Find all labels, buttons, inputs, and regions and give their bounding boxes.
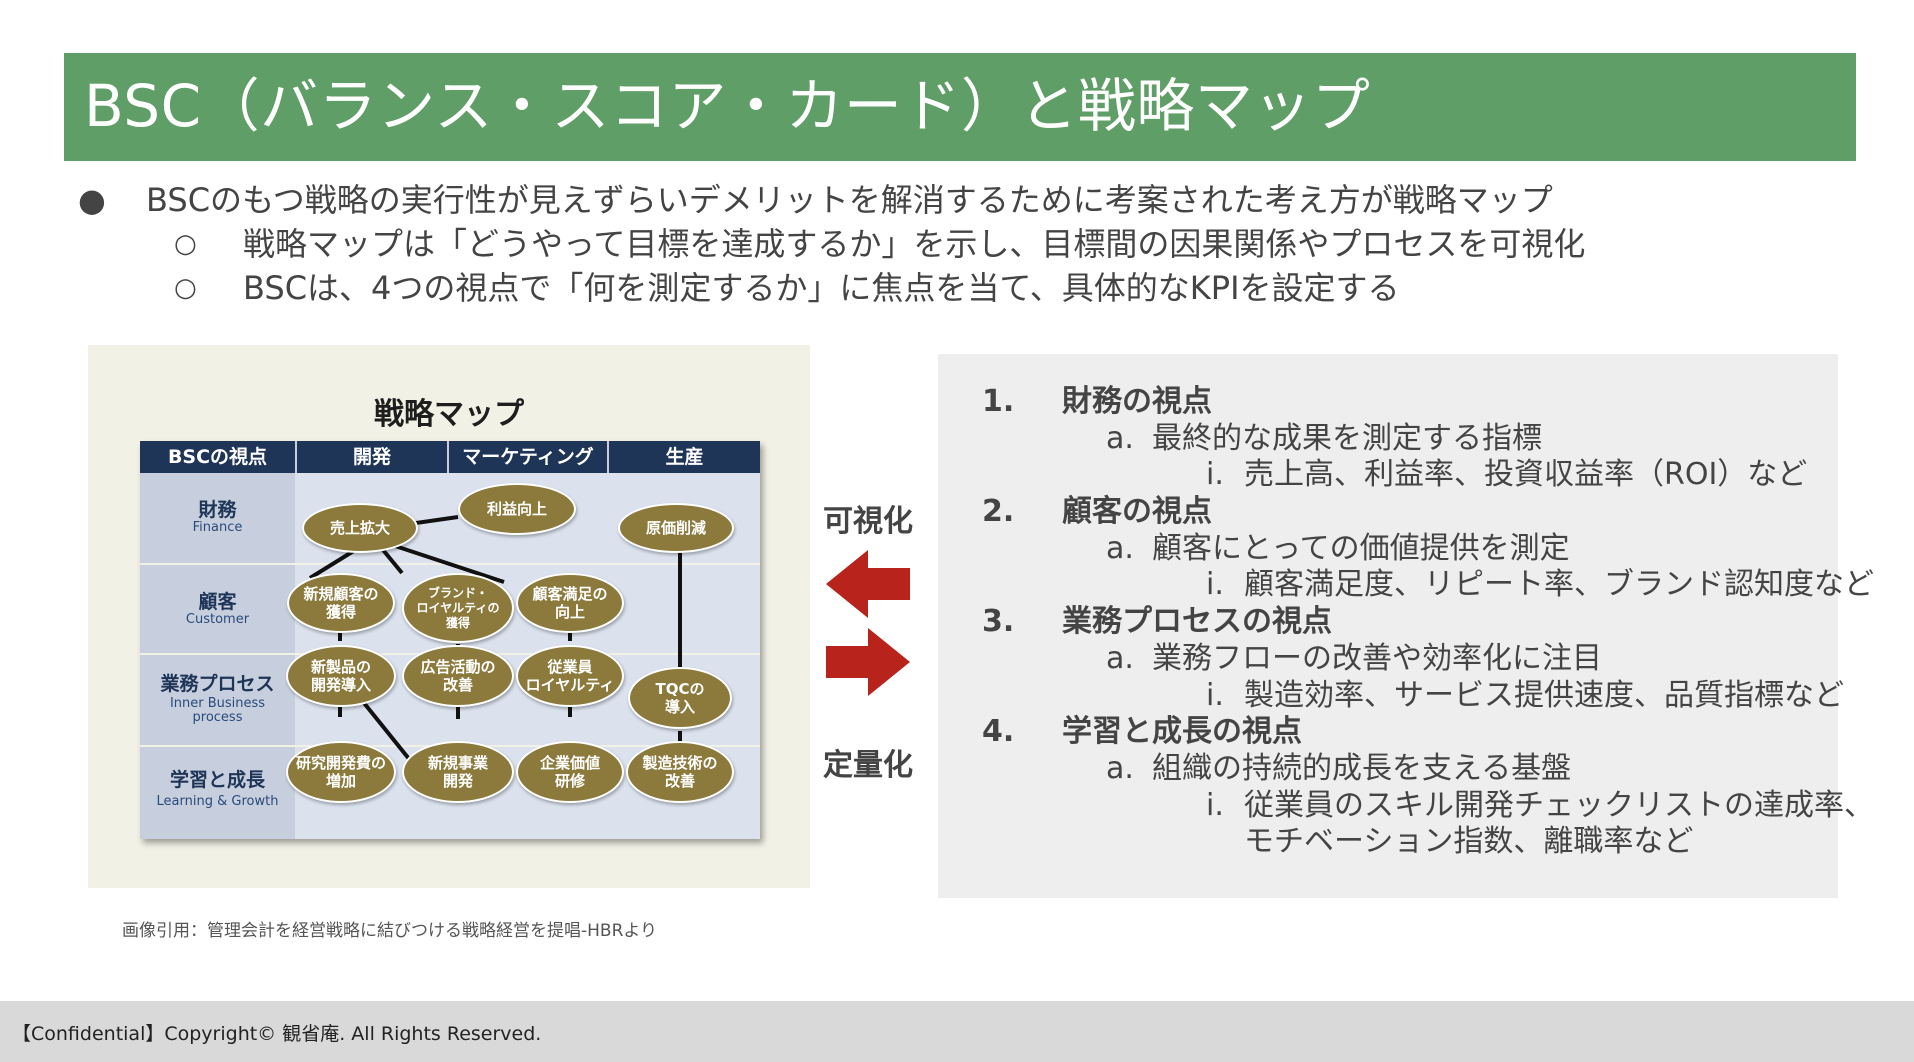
bullet-item: ○ BSCは、4つの視点で「何を測定するか」に焦点を当て、具体的なKPIを設定す… bbox=[78, 266, 1838, 310]
node-employee-loyalty: 従業員 ロイヤルティ bbox=[516, 645, 624, 707]
map-row-label-en: Finance bbox=[192, 520, 243, 535]
node-customer-satisfaction: 顧客満足の 向上 bbox=[516, 573, 624, 633]
map-row-label-en: Customer bbox=[185, 612, 250, 627]
node-new-customers: 新規顧客の 獲得 bbox=[287, 573, 395, 633]
list-text: 顧客満足度、リピート率、ブランド認知度など bbox=[1244, 567, 1874, 603]
copyright-text: 【Confidential】Copyright© 観省庵. All Rights… bbox=[12, 1023, 542, 1045]
list-number: 2. bbox=[982, 494, 1015, 530]
map-header-divider bbox=[447, 441, 449, 473]
list-number: 3. bbox=[982, 604, 1015, 640]
label-quantify: 定量化 bbox=[823, 748, 913, 783]
list-text: 業務プロセスの視点 bbox=[1062, 604, 1332, 640]
list-text: 組織の持続的成長を支える基盤 bbox=[1152, 750, 1572, 786]
right-arrow-icon bbox=[826, 628, 910, 696]
node-brand-loyalty: ブランド・ ロイヤルティの 獲得 bbox=[402, 573, 514, 643]
list-roman: i. bbox=[1206, 567, 1224, 603]
map-row-label: 学習と成長 Learning & Growth bbox=[140, 747, 295, 839]
list-number: 4. bbox=[982, 714, 1015, 750]
perspectives-list: 1. 財務の視点 a. 最終的な成果を測定する指標 i. 売上高、利益率、投資収益率（… bbox=[974, 384, 1874, 861]
strategy-map-image: 戦略マップ BSCの視点 開発 マーケティング 生産 財務 Finance 顧客… bbox=[88, 345, 810, 888]
node-tqc: TQCの 導入 bbox=[628, 667, 732, 729]
perspective-heading: 1. 財務の視点 bbox=[974, 384, 1834, 421]
list-letter: a. bbox=[1106, 420, 1134, 456]
node-manufacturing-tech: 製造技術の 改善 bbox=[626, 741, 734, 803]
perspective-description: a. 最終的な成果を測定する指標 bbox=[974, 421, 1834, 458]
bullet-item: ● BSCのもつ戦略の実行性が見えずらいデメリットを解消するために考案された考え… bbox=[78, 178, 1838, 222]
map-row-label-jp: 顧客 bbox=[198, 591, 237, 613]
list-text: 業務フローの改善や効率化に注目 bbox=[1152, 640, 1602, 676]
node-cost-reduction: 原価削減 bbox=[618, 503, 734, 553]
node-rd-increase: 研究開発費の 増加 bbox=[286, 741, 396, 803]
bullet-marker: ● bbox=[78, 181, 106, 219]
list-text: 顧客にとっての価値提供を測定 bbox=[1152, 530, 1570, 566]
map-header-row: BSCの視点 開発 マーケティング 生産 bbox=[140, 441, 760, 473]
list-letter: a. bbox=[1106, 640, 1134, 676]
perspectives-panel: 1. 財務の視点 a. 最終的な成果を測定する指標 i. 売上高、利益率、投資収益率（… bbox=[938, 354, 1874, 898]
list-number: 1. bbox=[982, 384, 1015, 419]
label-visualize: 可視化 bbox=[823, 504, 913, 539]
list-text: 顧客の視点 bbox=[1062, 494, 1212, 530]
map-row-label-jp: 業務プロセス bbox=[160, 673, 275, 695]
map-row-label-en: Inner Business process bbox=[169, 696, 266, 725]
map-header-perspective: BSCの視点 bbox=[167, 446, 268, 468]
map-header-marketing: マーケティング bbox=[462, 446, 594, 468]
list-letter: a. bbox=[1106, 530, 1134, 566]
map-row-label-jp: 学習と成長 bbox=[169, 769, 265, 791]
bullet-text: BSCは、4つの視点で「何を測定するか」に焦点を当て、具体的なKPIを設定する bbox=[243, 269, 1400, 307]
map-row-label: 業務プロセス Inner Business process bbox=[140, 655, 295, 745]
perspective-description: a. 組織の持続的成長を支える基盤 bbox=[974, 751, 1834, 788]
footer-bar: 【Confidential】Copyright© 観省庵. All Rights… bbox=[0, 1001, 1914, 1062]
title-bar: BSC（バランス・スコア・カード）と戦略マップ bbox=[64, 53, 1856, 161]
list-text: モチベーション指数、離職率など bbox=[1244, 824, 1694, 860]
perspective-heading: 3. 業務プロセスの視点 bbox=[974, 604, 1834, 641]
map-header-production: 生産 bbox=[665, 446, 704, 468]
perspective-heading: 2. 顧客の視点 bbox=[974, 494, 1834, 531]
perspective-examples: i. 顧客満足度、リピート率、ブランド認知度など bbox=[974, 567, 1874, 604]
map-row-label-jp: 財務 bbox=[198, 499, 237, 521]
node-profit-up: 利益向上 bbox=[458, 483, 576, 535]
map-header-development: 開発 bbox=[352, 446, 391, 468]
list-text: 学習と成長の視点 bbox=[1062, 714, 1302, 750]
list-letter: a. bbox=[1106, 750, 1134, 786]
map-header-divider bbox=[607, 441, 609, 473]
perspective-examples: i. 製造効率、サービス提供速度、品質指標など bbox=[974, 677, 1844, 715]
perspective-examples: i. 従業員のスキル開発チェックリストの達成率、 bbox=[974, 787, 1874, 825]
list-roman: i. bbox=[1206, 787, 1224, 823]
perspective-description: a. 業務フローの改善や効率化に注目 bbox=[974, 641, 1834, 678]
list-roman: i. bbox=[1206, 677, 1224, 713]
list-text: 売上高、利益率、投資収益率（ROI）など bbox=[1244, 457, 1808, 493]
list-text: 最終的な成果を測定する指標 bbox=[1152, 420, 1542, 456]
strategy-map-table: BSCの視点 開発 マーケティング 生産 財務 Finance 顧客 Custo… bbox=[140, 441, 760, 839]
perspective-description: a. 顧客にとっての価値提供を測定 bbox=[974, 531, 1834, 568]
left-arrow-icon bbox=[826, 550, 910, 618]
list-text: 財務の視点 bbox=[1062, 384, 1212, 419]
list-roman: i. bbox=[1206, 457, 1224, 493]
bullet-item: ○ 戦略マップは「どうやって目標を達成するか」を示し、目標間の因果関係やプロセス… bbox=[78, 222, 1838, 266]
map-row-label: 顧客 Customer bbox=[140, 565, 295, 653]
node-sales-expansion: 売上拡大 bbox=[302, 503, 418, 553]
perspective-heading: 4. 学習と成長の視点 bbox=[974, 714, 1834, 751]
node-ad-improvement: 広告活動の 改善 bbox=[402, 645, 514, 707]
map-row-label-en: Learning & Growth bbox=[156, 794, 279, 809]
list-text: 製造効率、サービス提供速度、品質指標など bbox=[1244, 677, 1844, 713]
bullet-list: ● BSCのもつ戦略の実行性が見えずらいデメリットを解消するために考案された考え… bbox=[78, 178, 1838, 310]
map-header-divider bbox=[295, 441, 297, 473]
map-row-label: 財務 Finance bbox=[140, 473, 295, 563]
perspective-examples-continued: モチベーション指数、離職率など bbox=[974, 824, 1834, 861]
bullet-text: 戦略マップは「どうやって目標を達成するか」を示し、目標間の因果関係やプロセスを可… bbox=[243, 225, 1586, 263]
bullet-marker: ○ bbox=[174, 273, 197, 303]
node-new-product: 新製品の 開発導入 bbox=[286, 645, 396, 707]
node-corporate-value: 企業価値 研修 bbox=[516, 741, 624, 803]
strategy-map-title: 戦略マップ bbox=[374, 397, 524, 432]
image-caption: 画像引用：管理会計を経営戦略に結びつける戦略経営を提唱-HBRより bbox=[122, 921, 658, 941]
bidirectional-arrows bbox=[826, 550, 910, 696]
bullet-marker: ○ bbox=[174, 229, 197, 259]
list-text: 従業員のスキル開発チェックリストの達成率、 bbox=[1244, 787, 1874, 823]
bullet-text: BSCのもつ戦略の実行性が見えずらいデメリットを解消するために考案された考え方が… bbox=[146, 181, 1553, 219]
node-new-business: 新規事業 開発 bbox=[402, 741, 514, 803]
perspective-examples: i. 売上高、利益率、投資収益率（ROI）など bbox=[974, 457, 1834, 494]
slide-title: BSC（バランス・スコア・カード）と戦略マップ bbox=[84, 72, 1371, 140]
